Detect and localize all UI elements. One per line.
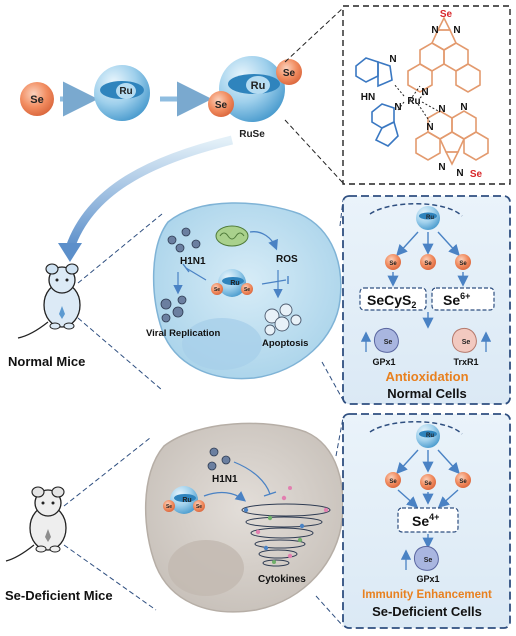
ruse-label: RuSe — [239, 129, 265, 140]
gpx1-label: GPx1 — [372, 357, 395, 367]
cytokines-label: Cytokines — [258, 574, 306, 585]
svg-text:Ru: Ru — [251, 80, 266, 92]
svg-text:Se: Se — [462, 339, 471, 346]
normal-nucleus — [182, 318, 262, 370]
svg-text:N: N — [438, 104, 445, 115]
deficient-cells-label: Se-Deficient Cells — [372, 604, 482, 619]
cytokine-dots — [243, 486, 329, 564]
coordination-bonds — [393, 83, 441, 123]
deficient-mice-label: Se-Deficient Mice — [5, 588, 113, 603]
svg-text:Se: Se — [196, 504, 202, 510]
box-ruse: Ru — [416, 206, 440, 230]
svg-text:Se: Se — [166, 504, 172, 510]
ligand-bottom — [415, 110, 489, 166]
svg-text:HN: HN — [361, 92, 375, 103]
svg-text:Se: Se — [459, 261, 467, 267]
svg-text:Se: Se — [389, 261, 397, 267]
gpx1-enzyme-2: Se — [414, 545, 439, 571]
svg-text:N: N — [426, 122, 433, 133]
se-ball-label: Se — [30, 94, 43, 106]
curved-arrow — [65, 135, 234, 250]
svg-text:Se: Se — [384, 339, 393, 346]
mitochondrion — [215, 225, 249, 247]
h1n1-virus-cluster — [167, 227, 201, 253]
ruse-particle: Ru Se Se — [208, 56, 302, 122]
svg-text:Ru: Ru — [407, 96, 420, 107]
deficient-cells-box: Ru Se Se Se Se4+ Se GPx1 Immunity Enhanc… — [342, 413, 511, 629]
svg-text:N: N — [456, 168, 463, 179]
cytokine-vortex — [241, 503, 331, 567]
se4-label: Se — [412, 513, 429, 529]
deficient-nucleus — [168, 540, 244, 596]
normal-mice-label: Normal Mice — [8, 354, 85, 369]
deficient-cell: H1N1 Ru Se Se — [145, 422, 344, 613]
trxr1-label: TrxR1 — [453, 357, 478, 367]
callout-line-bottom — [284, 119, 344, 184]
apoptosis-cluster — [264, 303, 302, 336]
svg-text:N: N — [438, 162, 445, 173]
box-ruse-2: Ru — [416, 424, 440, 448]
synthesis-scheme: Se Ru Ru Se Se RuSe — [20, 7, 344, 184]
normal-cells-box: Ru Se Se Se SeCyS2 Se6+ Se GPx1 Se — [342, 195, 511, 405]
svg-text:Se: Se — [424, 557, 433, 564]
se6-label: Se — [443, 292, 460, 308]
se6-superscript: 6+ — [460, 291, 470, 301]
svg-text:N: N — [389, 54, 396, 65]
svg-text:Ru: Ru — [119, 86, 132, 97]
normal-cell: H1N1 ROS Ru Se Se Viral Replication — [146, 202, 342, 380]
secys-subscript: 2 — [411, 300, 416, 310]
svg-text:Se6+: Se6+ — [443, 291, 470, 308]
deficient-mouse — [5, 486, 67, 562]
normal-mouse — [17, 263, 81, 339]
h1n1-virus-cluster-2 — [207, 447, 231, 471]
ligand-top — [407, 16, 481, 93]
svg-text:Se: Se — [214, 287, 220, 293]
svg-text:N: N — [453, 25, 460, 36]
apoptosis-label: Apoptosis — [262, 338, 308, 349]
ruse-in-cell: Ru Se Se — [211, 269, 253, 297]
svg-text:Ru: Ru — [182, 497, 191, 504]
antioxidation-label: Antioxidation — [385, 369, 468, 384]
svg-text:Se: Se — [440, 9, 453, 20]
svg-text:Se: Se — [283, 68, 296, 79]
molecule-structure-box: Se N N N N N N Se N HN N Ru — [342, 5, 511, 185]
svg-text:N: N — [431, 25, 438, 36]
svg-text:SeCyS2: SeCyS2 — [367, 292, 416, 310]
svg-text:N: N — [460, 102, 467, 113]
se-drops-2: Se Se Se — [385, 472, 471, 490]
se4-superscript: 4+ — [429, 512, 439, 522]
svg-text:N: N — [394, 102, 401, 113]
ruse-in-deficient-cell: Ru Se Se — [163, 486, 205, 514]
svg-text:Se: Se — [389, 479, 397, 485]
svg-text:Se: Se — [244, 287, 250, 293]
svg-text:Ru: Ru — [426, 433, 434, 439]
svg-text:Ru: Ru — [230, 280, 239, 287]
gpx1-enzyme: Se — [374, 327, 399, 353]
trxr1-enzyme: Se — [452, 327, 477, 353]
svg-text:Ru: Ru — [426, 215, 434, 221]
svg-text:Se: Se — [215, 100, 228, 111]
normal-cells-label: Normal Cells — [387, 386, 466, 401]
svg-text:Se: Se — [424, 481, 432, 487]
h1n1-label: H1N1 — [180, 256, 206, 267]
viral-replication-cluster — [160, 295, 187, 323]
immunity-enhancement-label: Immunity Enhancement — [362, 589, 492, 601]
svg-text:N: N — [421, 87, 428, 98]
viral-replication-label: Viral Replication — [146, 328, 220, 339]
svg-text:Se: Se — [470, 169, 483, 180]
ros-label: ROS — [276, 254, 298, 265]
se-ball — [20, 82, 54, 116]
ru-sphere-1: Ru — [94, 65, 150, 121]
secys-label: SeCyS — [367, 292, 411, 308]
se-drops: Se Se Se — [385, 254, 471, 270]
gpx1-label-2: GPx1 — [416, 574, 439, 584]
h1n1-label-2: H1N1 — [212, 474, 238, 485]
callout-line-top — [284, 7, 344, 63]
ligand-blue — [355, 57, 399, 147]
svg-text:Se4+: Se4+ — [412, 512, 439, 529]
svg-text:Se: Se — [459, 479, 467, 485]
svg-text:Se: Se — [424, 261, 432, 267]
